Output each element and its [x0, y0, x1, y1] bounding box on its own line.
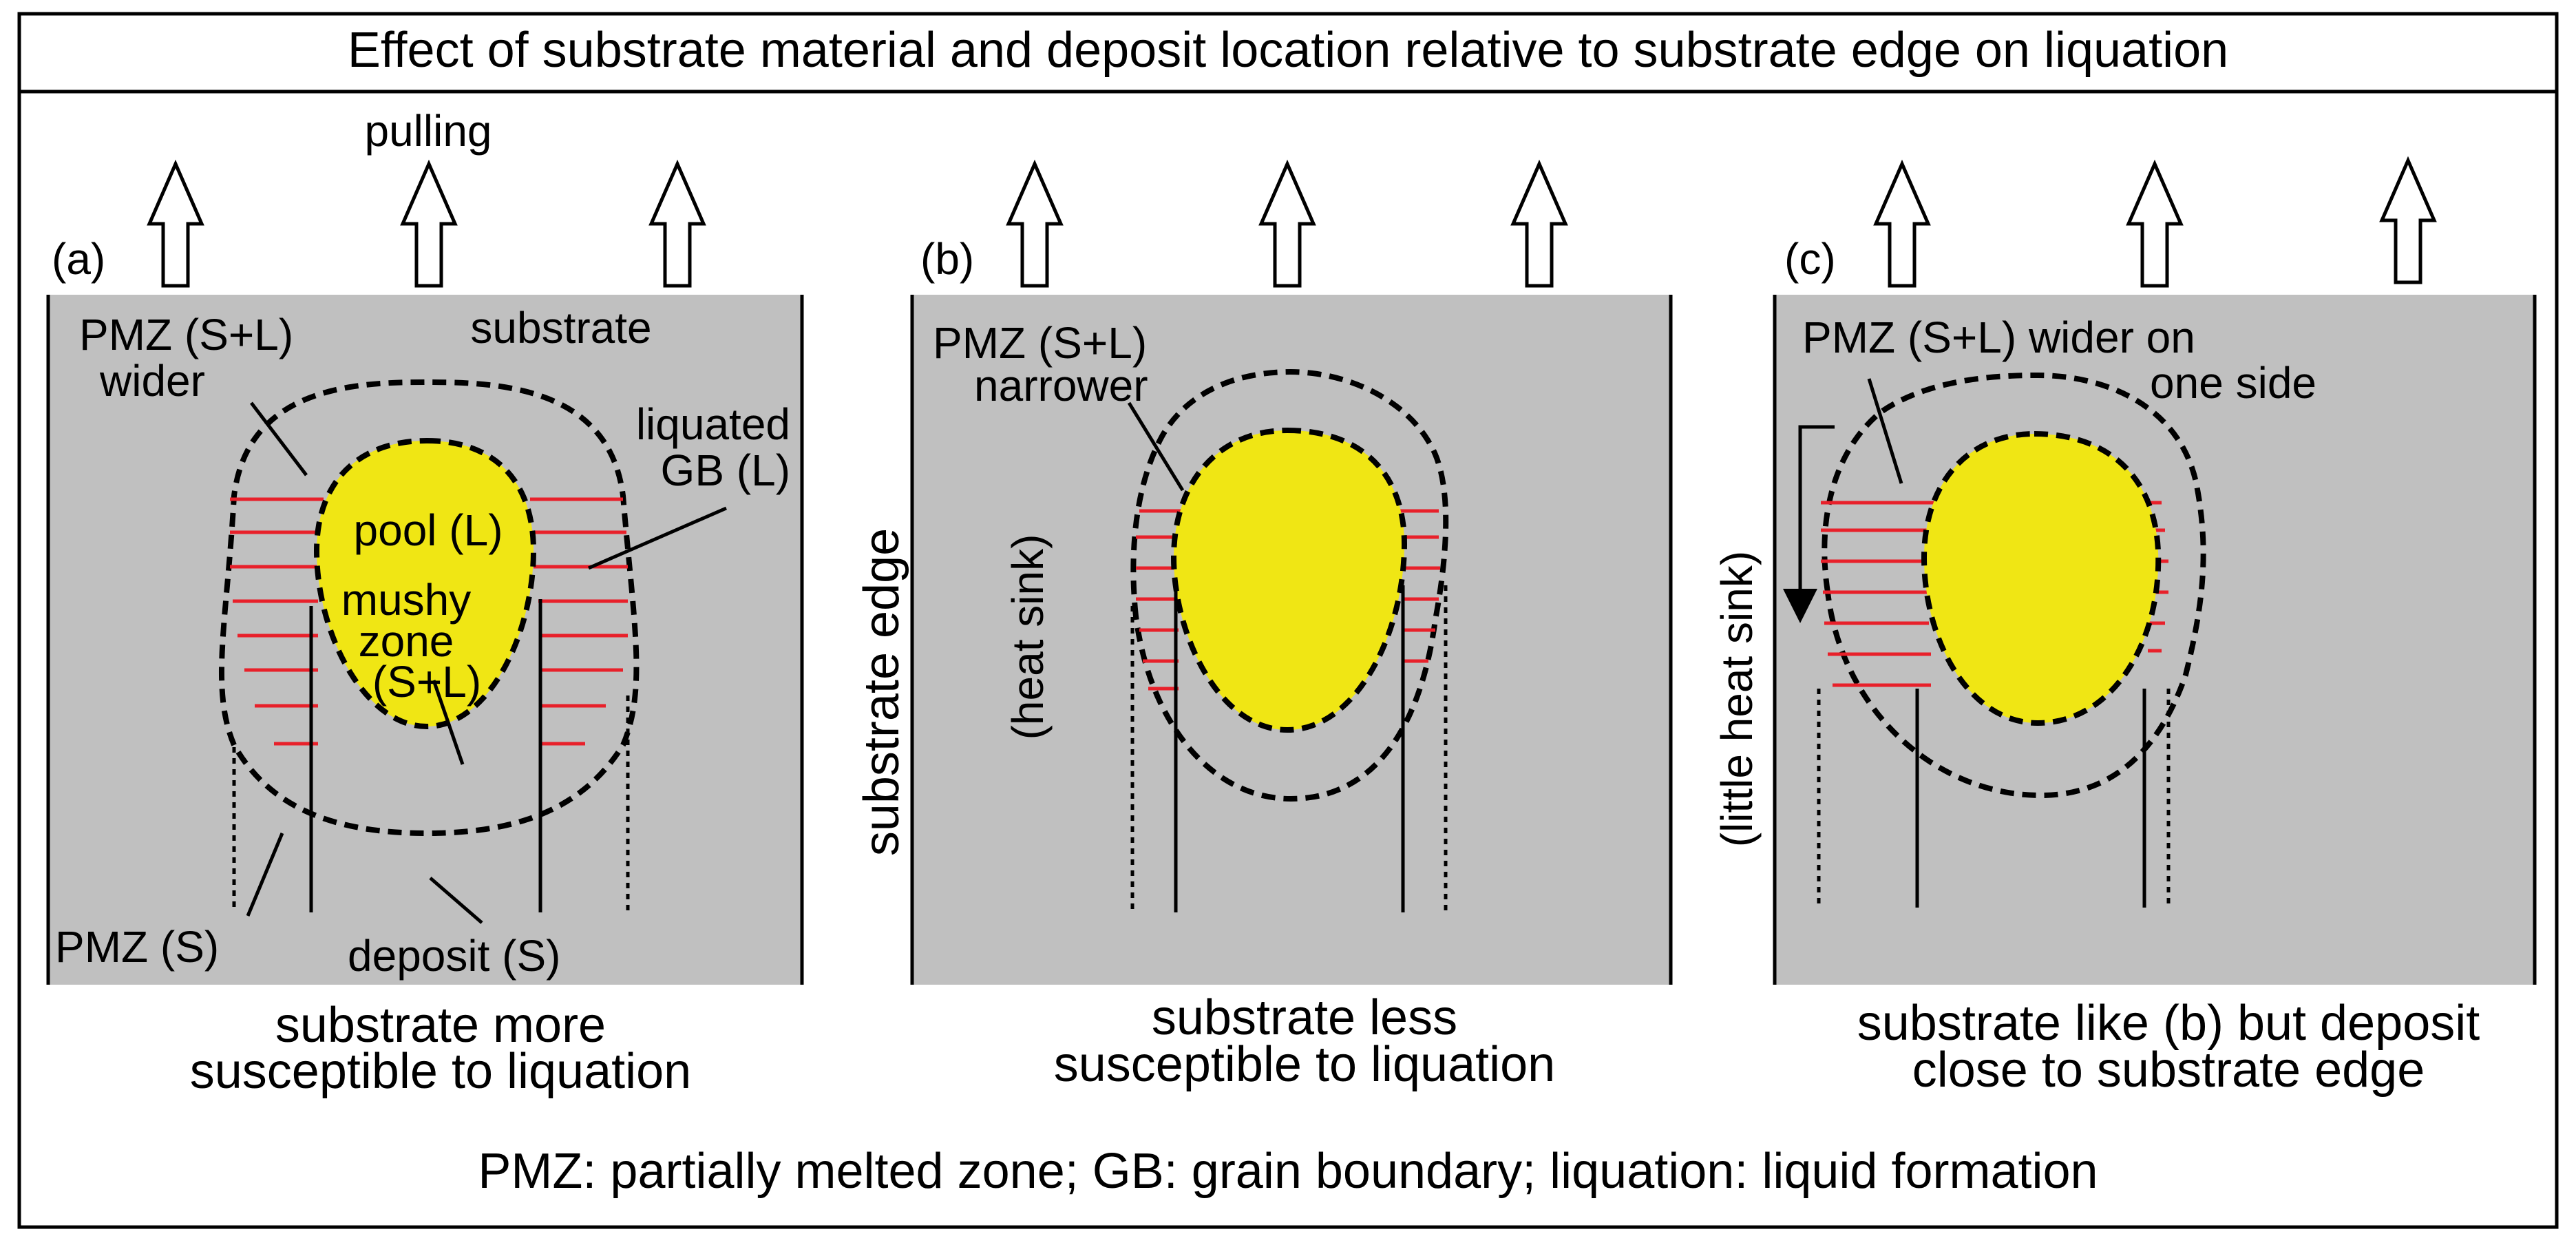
panel-c-caption-2: close to substrate edge: [1912, 1043, 2425, 1098]
panel-b-caption-2: susceptible to liquation: [1054, 1037, 1555, 1092]
panel-a-pmz-s-label: PMZ (S): [55, 922, 219, 972]
panel-a-liquated-gb-leader: [588, 506, 727, 570]
panel-a-caption-1: substrate more: [275, 998, 606, 1053]
panel-b-letter: (b): [920, 234, 974, 284]
figure-title: Effect of substrate material and deposit…: [348, 23, 2228, 78]
pulling-arrow-icon: [648, 159, 706, 288]
panel-a-pmz-boundary: [219, 379, 640, 837]
pulling-arrow-icon: [147, 159, 204, 288]
panel-a-substrate-label: substrate: [470, 303, 651, 353]
panel-b-pmz-sl-leader: [1127, 401, 1185, 492]
pulling-arrow-icon: [2126, 159, 2184, 288]
panel-b-pmz-sl-label-1: PMZ (S+L): [933, 318, 1147, 368]
panel-a-mushy-label-1: mushy: [341, 575, 472, 625]
panel-b-pmz-boundary: [1130, 368, 1449, 802]
panel-c-heat-sink-label: (little heat sink): [1712, 551, 1762, 847]
pulling-arrow-icon: [1873, 159, 1931, 288]
panel-a-weld-pool: [313, 437, 537, 730]
panel-a-letter: (a): [52, 234, 105, 284]
figure-footer: PMZ: partially melted zone; GB: grain bo…: [478, 1144, 2098, 1199]
panel-a-pmz-sl-label-1: PMZ (S+L): [79, 310, 293, 359]
panel-c-pmz-sl-label-1: PMZ (S+L) wider on: [1802, 313, 2195, 362]
panel-a-deposit-label: deposit (S): [348, 931, 560, 981]
panel-a-liquated-label-1: liquated: [636, 399, 790, 449]
panel-a-liquated-label-2: GB (L): [661, 446, 790, 495]
panel-a-deposit-leader: [429, 877, 483, 924]
pulling-arrow-icon: [1006, 159, 1064, 288]
panel-c-letter: (c): [1784, 234, 1836, 284]
panel-a-grain-boundaries-left: [230, 497, 324, 746]
panel-a-mushy-label-2: zone: [359, 616, 454, 666]
panel-b: (b) PMZ (S+L) narrower substra: [854, 159, 1673, 1092]
pulling-arrow-icon: [2379, 156, 2437, 284]
panel-c-grain-boundaries-left: [1821, 501, 1934, 687]
panel-b-edge-label: substrate edge: [854, 528, 909, 856]
panel-b-caption-1: substrate less: [1152, 990, 1457, 1045]
panel-c-caption-1: substrate like (b) but deposit: [1857, 996, 2480, 1051]
panel-a-pool-label: pool (L): [354, 505, 503, 555]
panel-c-heat-flow-arrow-icon: [1783, 425, 1835, 623]
pulling-arrow-icon: [1258, 159, 1316, 288]
panel-c: (c) PMZ (S+L) wider on one si: [1712, 156, 2537, 1098]
panel-a-pmz-sl-label-2: wider: [99, 356, 205, 406]
panel-c-pmz-sl-label-2: one side: [2150, 358, 2316, 408]
panel-a-mushy-leader: [432, 680, 465, 765]
panel-b-weld-pool: [1170, 427, 1408, 733]
panel-a-mushy-label-3: (S+L): [372, 657, 481, 707]
panel-a-grain-boundaries-right: [530, 497, 628, 746]
panel-a-pmz-sl-leader: [250, 401, 308, 477]
pulling-label: pulling: [364, 106, 492, 156]
panel-b-pmz-sl-label-2: narrower: [974, 361, 1148, 410]
pulling-arrow-icon: [400, 159, 458, 288]
panel-c-weld-pool: [1921, 430, 2162, 726]
panel-c-pmz-sl-leader: [1867, 378, 1903, 484]
panel-b-grain-boundaries-left: [1136, 509, 1183, 691]
pulling-arrow-icon: [1510, 159, 1568, 288]
panel-a-pmz-s-leader: [246, 833, 284, 917]
panel-c-pmz-boundary: [1822, 372, 2206, 799]
panel-a: pulling (a): [46, 106, 804, 1099]
panel-c-substrate: [1775, 295, 2535, 985]
panel-b-grain-boundaries-right: [1397, 509, 1440, 663]
panel-a-caption-2: susceptible to liquation: [190, 1044, 691, 1099]
panel-b-heat-sink-label: (heat sink): [1003, 534, 1053, 740]
